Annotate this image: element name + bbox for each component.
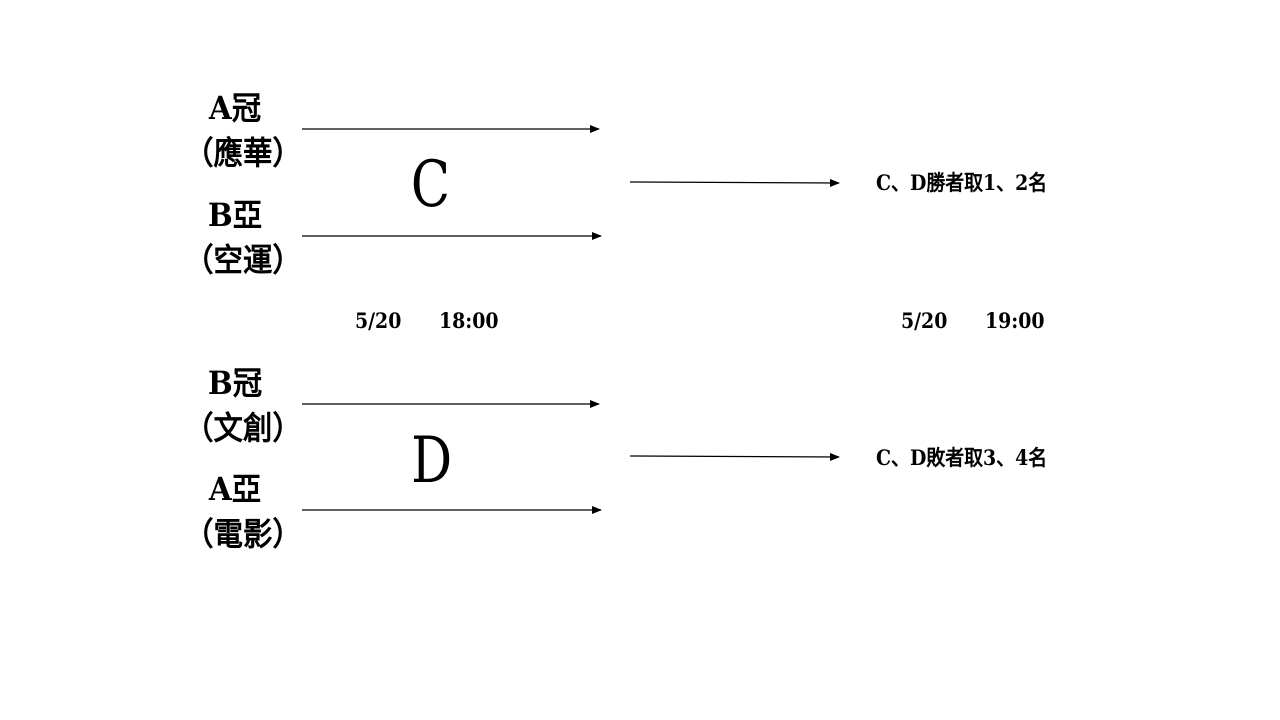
team-a-runnerup-name: （電影） (184, 515, 302, 553)
final-date: 5/20 (901, 308, 948, 333)
team-a-champion-name: （應華） (184, 134, 302, 172)
match-c-date: 5/20 (355, 308, 402, 333)
team-b-champion-seed: B冠 (207, 364, 263, 402)
team-a-runnerup-seed: A亞 (208, 470, 262, 508)
winner-result-label: C、D勝者取1、2名 (876, 170, 1048, 195)
arrow-d-to-final (629, 452, 840, 461)
match-d-label: D (411, 424, 453, 498)
loser-result-label: C、D敗者取3、4名 (876, 445, 1048, 470)
team-a-champion-seed: A冠 (208, 89, 262, 127)
arrow-c-to-final (629, 178, 840, 187)
match-c-time: 18:00 (439, 308, 499, 333)
match-c-label: C (410, 148, 451, 222)
team-b-runnerup-seed: B亞 (207, 196, 263, 234)
final-time: 19:00 (985, 308, 1045, 333)
team-b-runnerup-name: （空運） (184, 241, 302, 279)
team-b-champion-name: （文創） (184, 409, 302, 447)
